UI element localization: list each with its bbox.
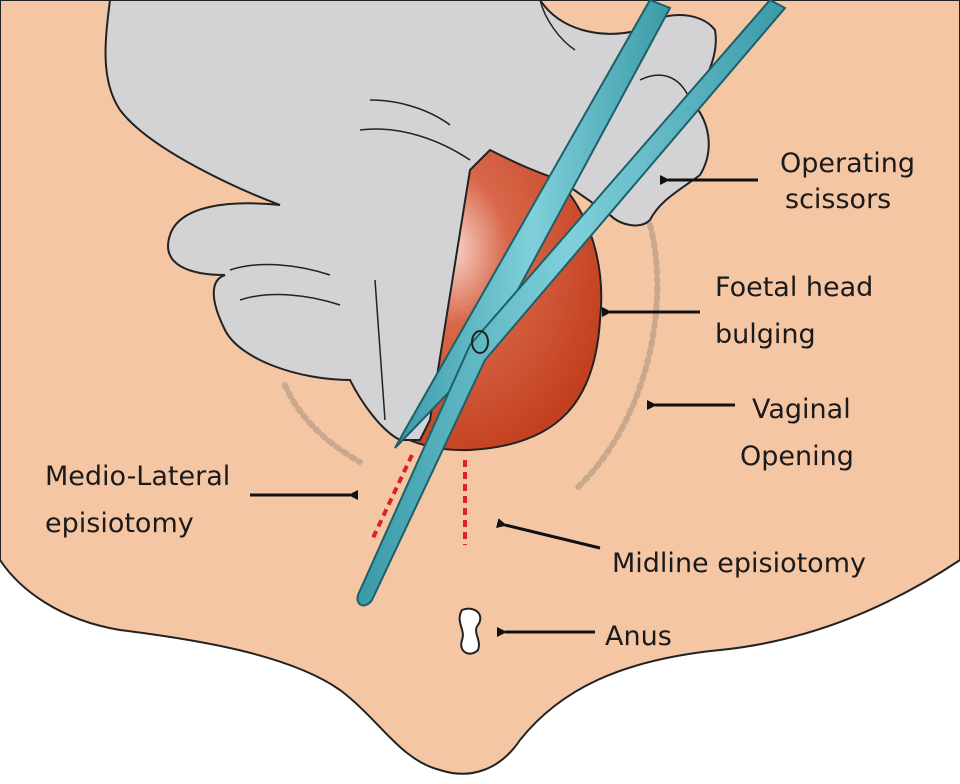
scissors-blade-front bbox=[356, 0, 787, 607]
scissors-blade-back bbox=[394, 0, 672, 449]
vaginal-opening-outline bbox=[572, 222, 661, 493]
anus-icon bbox=[458, 607, 482, 655]
vaginal-opening-outline-left bbox=[282, 382, 363, 465]
mediolateral-incision bbox=[370, 454, 414, 541]
arrow-midline bbox=[496, 518, 601, 550]
finger-creases bbox=[229, 0, 691, 421]
gloved-hand bbox=[104, 0, 717, 441]
label-midline-episiotomy: Midline episiotomy bbox=[612, 548, 866, 579]
label-anus: Anus bbox=[605, 621, 672, 652]
label-foetal-head: Foetal head bulging bbox=[715, 272, 882, 350]
scissors-pivot bbox=[471, 330, 489, 354]
label-vaginal-opening: Vaginal Opening bbox=[740, 394, 859, 472]
label-mediolateral-episiotomy: Medio-Lateral episiotomy bbox=[45, 461, 239, 539]
label-operating-scissors: Operating scissors bbox=[780, 148, 924, 215]
